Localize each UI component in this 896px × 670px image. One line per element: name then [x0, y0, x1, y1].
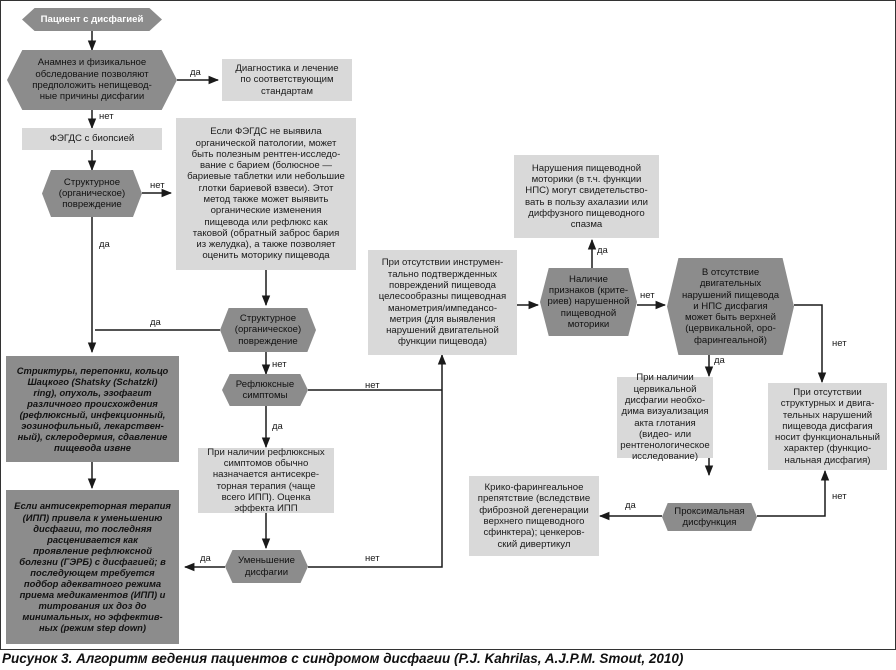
label-no-proximal: нет: [832, 491, 847, 502]
node-reduction: Уменьшение дисфагии: [225, 550, 308, 583]
node-manometry: При отсутствии инструмен- тально подтвер…: [368, 250, 517, 355]
node-start: Пациент с дисфагией: [22, 8, 162, 31]
label-no-manometry: нет: [365, 380, 380, 391]
node-reflux: Рефлюксные симптомы: [222, 374, 308, 406]
figure-caption: Рисунок 3. Алгоритм ведения пациентов с …: [2, 651, 684, 666]
label-yes-crico: да: [625, 500, 636, 511]
node-proximal: Проксимальная дисфункция: [662, 503, 757, 531]
edge-upper-functional: [794, 304, 827, 384]
label-yes-motility: да: [597, 245, 608, 256]
node-functional: При отсутствии структурных и двига- тель…: [768, 383, 887, 470]
label-no-upper: нет: [640, 290, 655, 301]
node-cervical: При наличии цервикальной дисфагии необхо…: [617, 372, 713, 462]
label-no-egds: нет: [99, 111, 114, 122]
edge-reduction-manometry: [308, 353, 447, 568]
node-ppi-therapy: При наличии рефлюксных симптомов обычно …: [198, 447, 334, 514]
node-upper: В отсутствие двигательных нарушений пище…: [667, 258, 794, 355]
label-yes-ppi-effect: да: [200, 553, 211, 564]
node-egds: ФЭГДС с биопсией: [22, 128, 162, 150]
label-no-barium: нет: [150, 180, 165, 191]
label-yes-diagnostics: да: [190, 67, 201, 78]
label-no-reflux: нет: [272, 359, 287, 370]
node-structural2: Структурное (органическое) повреждение: [220, 308, 316, 352]
label-yes-structural2: да: [150, 317, 161, 328]
label-no-reduction: нет: [365, 553, 380, 564]
label-yes-cervical: да: [714, 355, 725, 366]
node-anamnesis: Анамнез и физикальное обследование позво…: [7, 50, 177, 110]
node-signs: Наличие признаков (крите- риев) нарушенн…: [540, 268, 637, 336]
node-barium: Если ФЭГДС не выявила органической патол…: [176, 118, 356, 270]
label-no-functional: нет: [832, 338, 847, 349]
node-crico: Крико-фарингеальное препятствие (вследст…: [469, 476, 599, 556]
label-yes-ppi: да: [272, 421, 283, 432]
node-diagnostics: Диагностика и лечение по соответствующим…: [222, 59, 352, 101]
label-yes-strictures: да: [99, 239, 110, 250]
node-strictures: Стриктуры, перепонки, кольцо Шацкого (Sh…: [6, 356, 179, 462]
edge-proximal-functional: [757, 469, 830, 517]
node-motility: Нарушения пищеводной моторики (в т.ч. фу…: [514, 155, 659, 238]
node-ppi-effect: Если антисекреторная терапия (ИПП) приве…: [6, 490, 179, 644]
node-structural1: Структурное (органическое) повреждение: [42, 170, 142, 217]
